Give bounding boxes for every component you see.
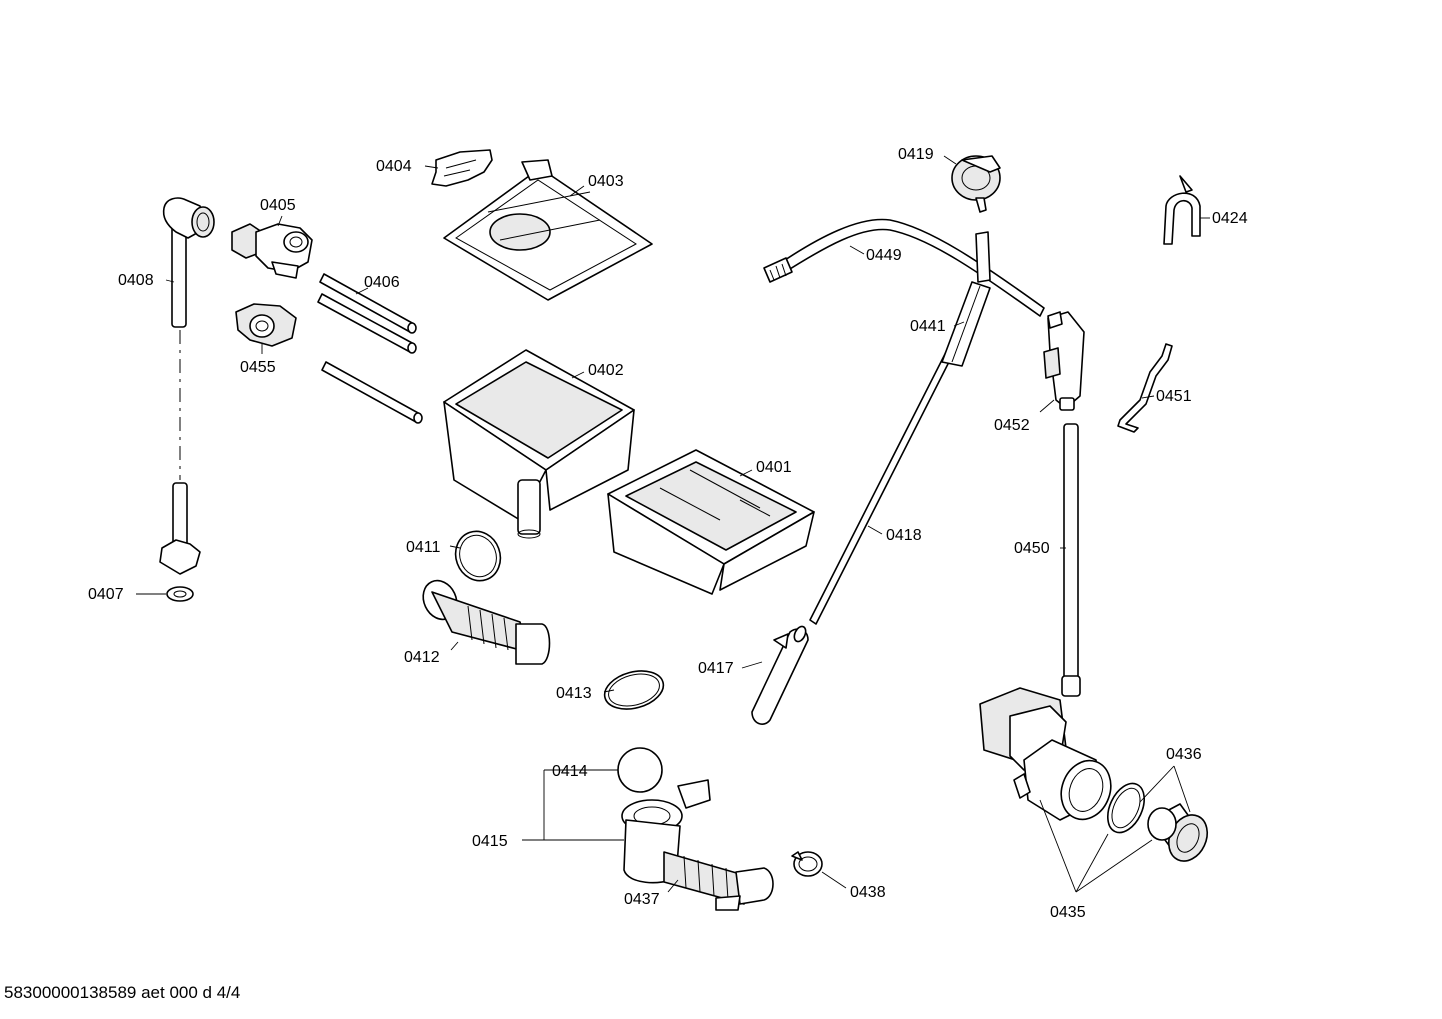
label-0404: 0404 <box>376 158 412 175</box>
label-0450: 0450 <box>1014 540 1050 557</box>
label-0418: 0418 <box>886 527 922 544</box>
label-0419: 0419 <box>898 146 934 163</box>
label-0414: 0414 <box>552 763 588 780</box>
label-0406: 0406 <box>364 274 400 291</box>
part-0403-dispenser-frame <box>443 159 653 301</box>
part-0438-hose-clamp <box>791 851 823 877</box>
label-0403: 0403 <box>588 173 624 190</box>
part-0449-hose <box>763 218 1045 317</box>
label-0441: 0441 <box>910 318 946 335</box>
part-0437-sump-hose <box>621 779 774 911</box>
part-0414-ball <box>617 747 663 793</box>
part-0441-tube-sleeve <box>941 281 991 367</box>
part-0413-seal-ring <box>603 670 665 710</box>
part-0405-solenoid-valve <box>231 223 313 279</box>
part-0406-hoses <box>317 273 423 424</box>
label-0417: 0417 <box>698 660 734 677</box>
label-0435: 0435 <box>1050 904 1086 921</box>
label-0402: 0402 <box>588 362 624 379</box>
label-0408: 0408 <box>118 272 154 289</box>
part-0407-inlet-connector <box>159 482 201 602</box>
label-0449: 0449 <box>866 247 902 264</box>
label-0452: 0452 <box>994 417 1030 434</box>
label-0424: 0424 <box>1212 210 1248 227</box>
label-0437: 0437 <box>624 891 660 908</box>
label-0413: 0413 <box>556 685 592 702</box>
label-0436: 0436 <box>1166 746 1202 763</box>
part-0401-dispenser-drawer <box>607 449 815 595</box>
label-0411: 0411 <box>406 539 441 556</box>
part-0408-inlet-elbow <box>162 197 215 328</box>
part-0452-hose-connector <box>1043 311 1085 411</box>
part-0411-seal-ring <box>454 530 502 582</box>
part-0402-dispenser-housing <box>443 349 635 539</box>
part-0435-drain-pump <box>979 687 1112 821</box>
label-0415: 0415 <box>472 833 508 850</box>
part-0419-pressure-switch <box>951 155 1001 213</box>
part-0424-clip <box>1163 175 1201 245</box>
label-0455: 0455 <box>240 359 276 376</box>
part-0450-hose <box>1061 423 1081 697</box>
footer-drawing-number: 58300000138589 aet 000 d 4/4 <box>4 983 240 1002</box>
label-0401: 0401 <box>756 459 792 476</box>
part-0436-pump-filter <box>1107 782 1209 862</box>
label-0405: 0405 <box>260 197 296 214</box>
label-0451: 0451 <box>1156 388 1192 405</box>
part-0418-pressure-tube <box>809 351 953 625</box>
leader-lines <box>136 155 1210 893</box>
part-labels: 0401 0402 0403 0404 0405 0406 0407 0408 … <box>88 146 1248 921</box>
part-0404-bracket <box>431 149 493 187</box>
label-0407: 0407 <box>88 586 124 603</box>
part-0451-wire-bracket <box>1117 343 1173 433</box>
part-0412-bellows-hose <box>422 579 551 665</box>
part-0417-air-chamber <box>751 625 809 725</box>
label-0438: 0438 <box>850 884 886 901</box>
label-0412: 0412 <box>404 649 440 666</box>
part-0455-valve <box>235 303 297 347</box>
